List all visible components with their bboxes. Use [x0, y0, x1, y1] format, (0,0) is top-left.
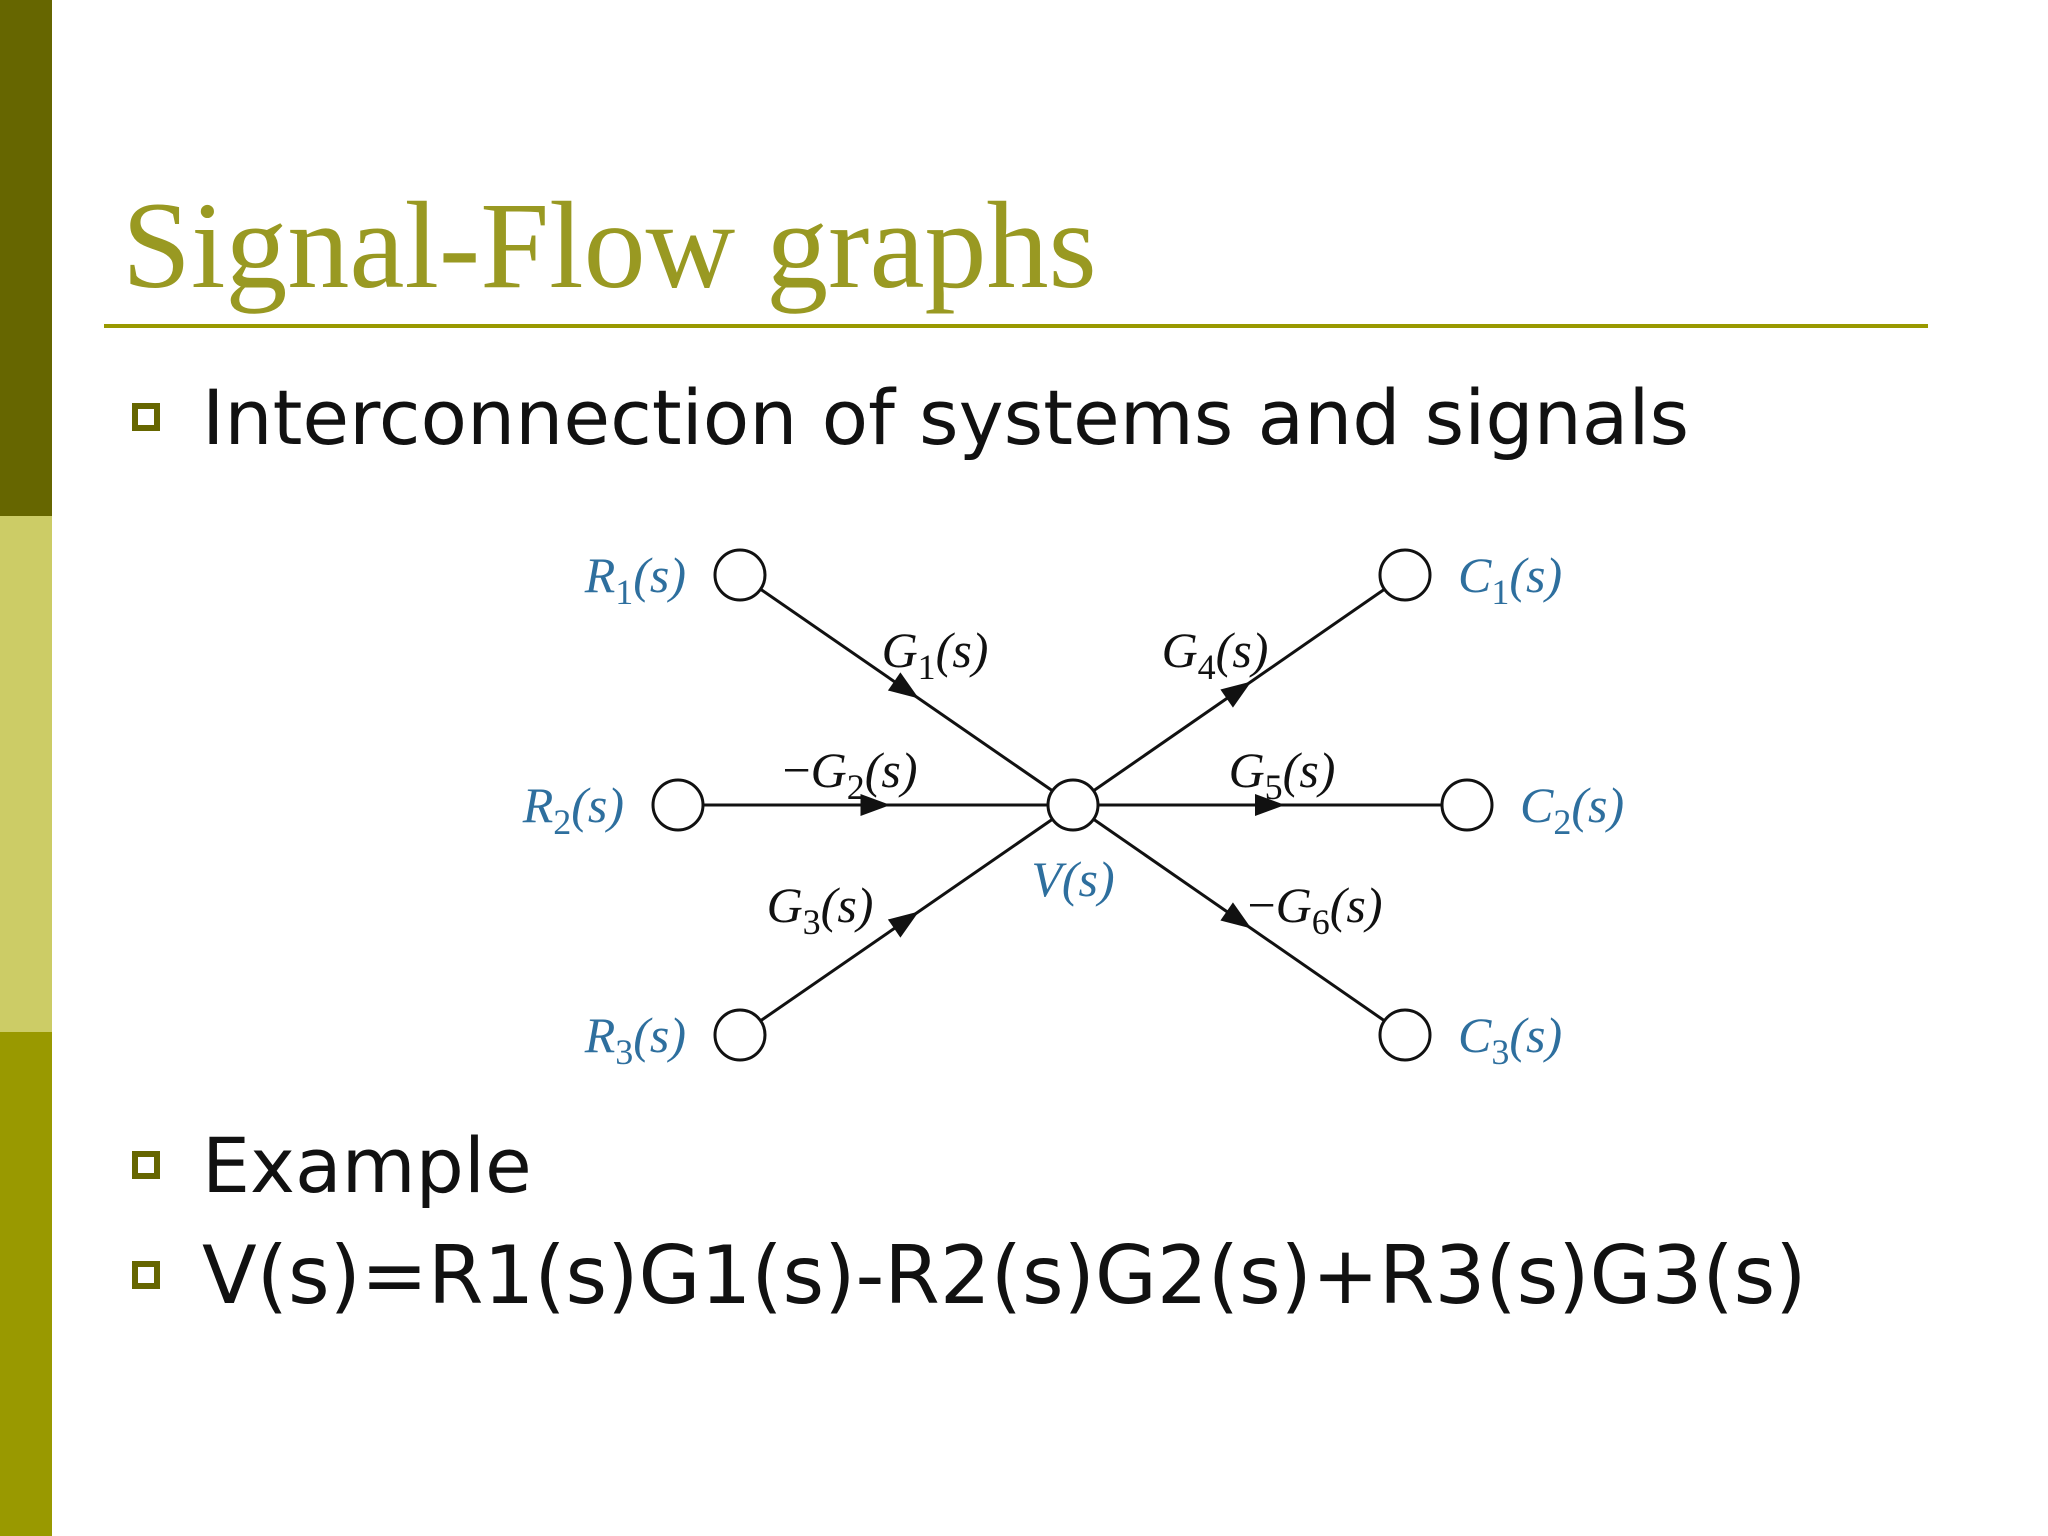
node-R1 [713, 548, 767, 602]
edge-line [1092, 818, 1244, 924]
bullet-item-example: Example [132, 1110, 532, 1220]
node-V [1046, 778, 1100, 832]
accent-stripe-middle [0, 516, 52, 1032]
bullet-item-equation: V(s)=R1(s)G1(s)-R2(s)G2(s)+R3(s)G3(s) [132, 1220, 1807, 1330]
arrowhead-icon [1220, 902, 1252, 929]
arrowhead-icon [887, 672, 919, 699]
edge-line [905, 688, 1054, 793]
edge-V-C2 [1098, 794, 1442, 816]
edge-V-C1 [1092, 588, 1386, 792]
edge-R3-V [759, 817, 1054, 1023]
edge-gain-label: G5(s) [1229, 742, 1336, 807]
arrowhead-icon [860, 794, 891, 816]
square-bullet-icon [132, 1261, 160, 1289]
edge-line [905, 817, 1054, 922]
arrowhead-icon [1220, 681, 1252, 708]
slide-title: Signal-Flow graphs [122, 177, 1097, 314]
edge-line [1238, 588, 1386, 692]
equation-text: V(s)=R1(s)G1(s)-R2(s)G2(s)+R3(s)G3(s) [202, 1228, 1807, 1322]
edge-line [759, 916, 912, 1023]
edge-line [1238, 918, 1386, 1022]
edge-gain-label: G4(s) [1162, 622, 1269, 687]
node-label: C2(s) [1520, 777, 1624, 842]
bullet-item-interconnection: Interconnection of systems and signals [132, 362, 1689, 472]
node-label: R2(s) [522, 777, 624, 842]
edge-gain-label: −G2(s) [782, 742, 917, 807]
edge-gain-label: −G6(s) [1247, 877, 1382, 942]
bullet-text: Example [202, 1120, 532, 1210]
node-C2 [1440, 778, 1494, 832]
edge-R2-V [703, 794, 1048, 816]
node-label: V(s) [1031, 851, 1114, 907]
edge-line [1092, 686, 1244, 792]
node-label: C1(s) [1458, 547, 1562, 612]
edge-gain-label: G1(s) [882, 622, 989, 687]
node-label: R3(s) [584, 1007, 686, 1072]
edge-line [759, 587, 912, 694]
bullet-text: Interconnection of systems and signals [202, 372, 1690, 462]
node-R2 [651, 778, 705, 832]
accent-stripe-bottom [0, 1032, 52, 1536]
square-bullet-icon [132, 1151, 160, 1179]
node-R3 [713, 1008, 767, 1062]
arrowhead-icon [1255, 794, 1285, 816]
node-label: C3(s) [1458, 1007, 1562, 1072]
edge-V-C3 [1092, 818, 1386, 1022]
node-C1 [1378, 548, 1432, 602]
title-underline [104, 324, 1928, 328]
node-label: R1(s) [584, 547, 686, 612]
arrowhead-icon [887, 911, 919, 938]
edge-R1-V [759, 587, 1054, 793]
square-bullet-icon [132, 403, 160, 431]
edge-gain-label: G3(s) [767, 877, 874, 942]
node-C3 [1378, 1008, 1432, 1062]
accent-stripe-top [0, 0, 52, 516]
